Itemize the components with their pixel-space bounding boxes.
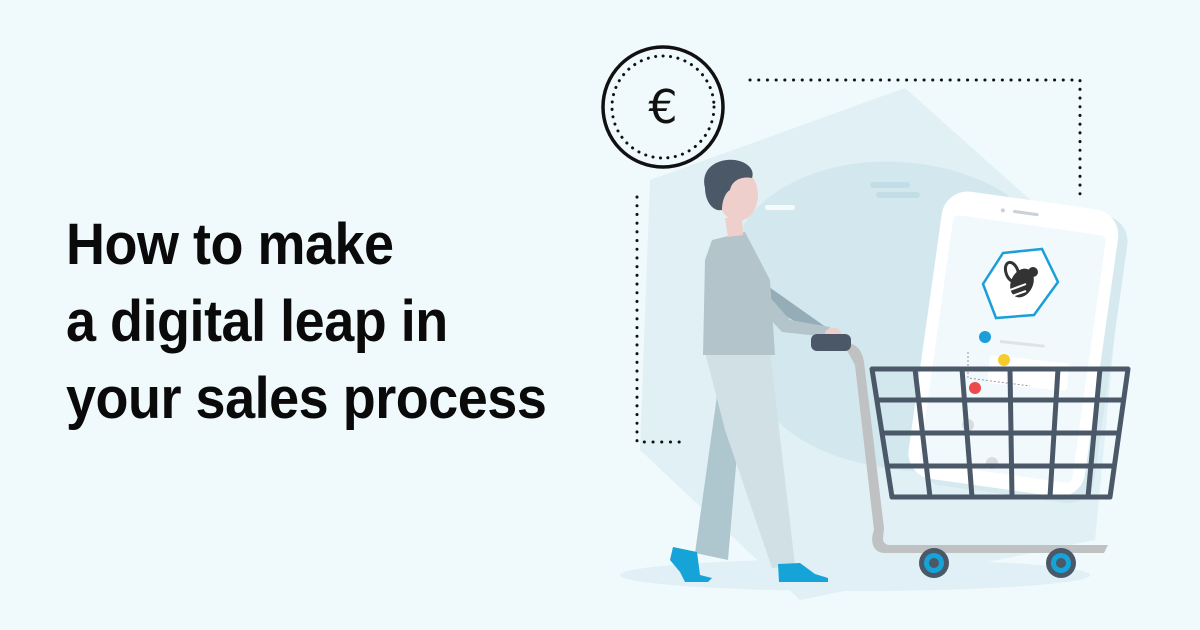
shopping-cart-icon bbox=[811, 334, 1131, 578]
bee-hexagon-logo-icon bbox=[981, 247, 1060, 320]
headline-line-2: a digital leap in bbox=[66, 289, 448, 354]
headline-line-1: How to make bbox=[66, 212, 394, 277]
euro-symbol: € bbox=[648, 80, 678, 134]
headline: How to make a digital leap in your sales… bbox=[66, 206, 547, 437]
shopper-person bbox=[670, 159, 841, 582]
dotted-frame-top-right bbox=[748, 78, 1082, 197]
ground-shadow bbox=[620, 559, 1090, 591]
headline-line-3: your sales process bbox=[66, 366, 547, 431]
euro-coin-icon bbox=[601, 45, 725, 169]
dotted-frame-left bbox=[635, 195, 684, 444]
shopping-illustration bbox=[601, 45, 1131, 600]
